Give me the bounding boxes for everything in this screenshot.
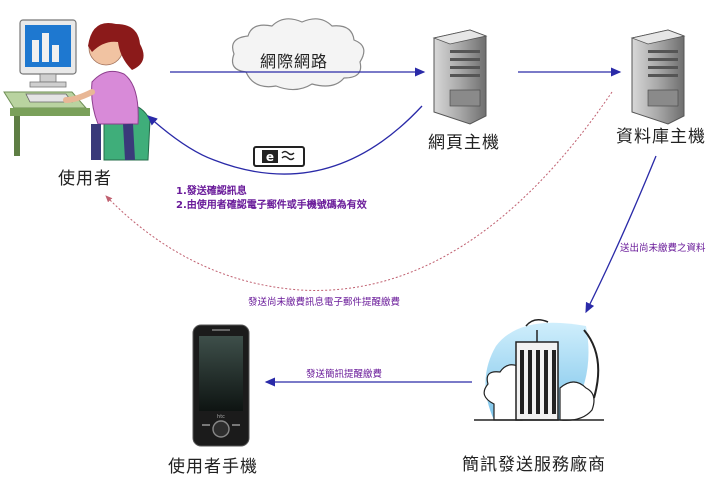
db-server-label: 資料庫主機 (616, 127, 706, 147)
internet-label: 網際網路 (260, 52, 329, 71)
confirm-note-2: 2.由使用者確認電子郵件或手機號碼為有效 (176, 200, 367, 211)
confirm-note-1: 1.發送確認訊息 (176, 186, 247, 197)
sms-provider-label: 簡訊發送服務廠商 (462, 455, 606, 475)
arrow-db-to-sms (585, 155, 657, 314)
svg-text:e: e (266, 150, 274, 164)
arrow-db-to-user-dotted (105, 91, 613, 291)
sms-provider-building-icon (474, 319, 604, 421)
mobile-phone-icon: htc (192, 324, 250, 447)
email-reminder-label: 發送尚未繳費訊息電子郵件提醒繳費 (248, 297, 401, 308)
email-icon: e (253, 146, 305, 167)
database-server-icon (630, 29, 686, 125)
unpaid-data-label: 送出尚未繳費之資料 (620, 243, 706, 254)
user-label: 使用者 (58, 169, 112, 189)
user-phone-label: 使用者手機 (168, 457, 258, 477)
web-server-icon (432, 29, 488, 125)
arrow-web-to-user (147, 105, 423, 175)
arrows (105, 67, 657, 387)
web-server-label: 網頁主機 (428, 133, 500, 153)
svg-text:htc: htc (217, 414, 225, 420)
user-at-computer-icon (3, 19, 151, 161)
sms-reminder-label: 發送簡訊提醒繳費 (306, 369, 383, 380)
